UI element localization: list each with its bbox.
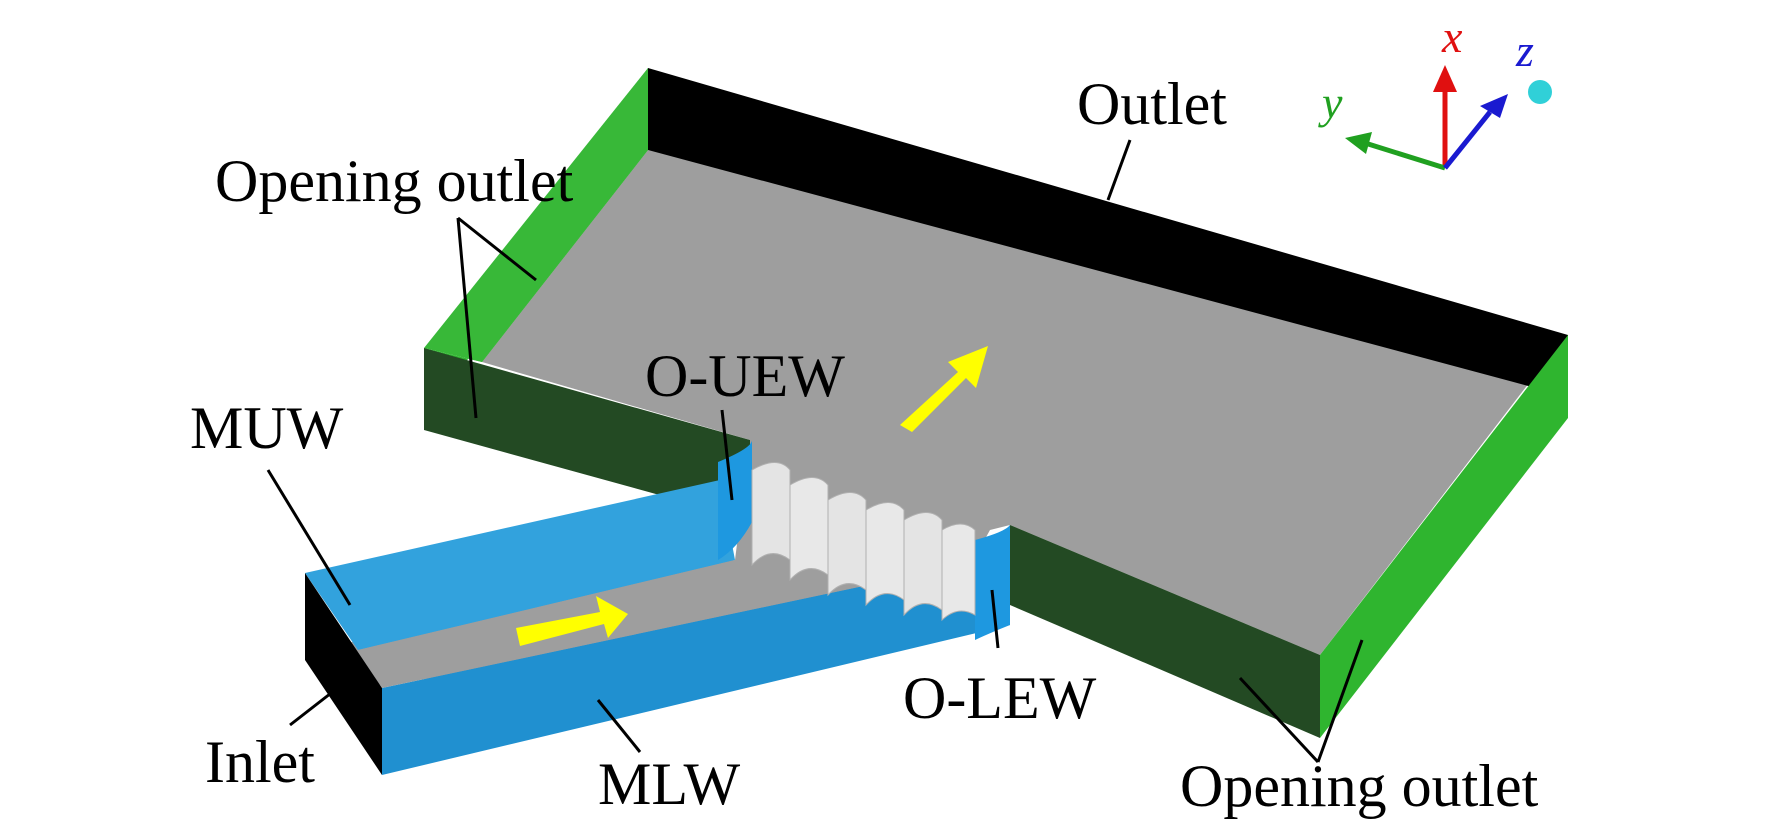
blade xyxy=(827,492,867,597)
blade xyxy=(903,512,943,617)
leader-o-uew xyxy=(720,409,734,501)
left-side-wall xyxy=(424,348,750,520)
label-mlw: MLW xyxy=(598,751,741,817)
label-o-uew: O-UEW xyxy=(645,343,845,409)
leader-o-lew xyxy=(990,589,1000,649)
opening-outlet-right xyxy=(1320,335,1568,738)
blade-row xyxy=(751,462,976,622)
leader-outlet xyxy=(1106,139,1132,201)
coordinate-axes-icon xyxy=(1345,65,1552,171)
o-uew-wall xyxy=(718,440,752,560)
inlet-face xyxy=(305,573,382,775)
opening-outlet-left-face xyxy=(424,68,648,362)
leader-opening-outlet-top-b xyxy=(456,217,478,419)
leader-opening-outlet-top-a xyxy=(457,216,537,282)
axis-x-label: x xyxy=(1441,11,1463,62)
label-o-lew: O-LEW xyxy=(903,665,1097,731)
origin-marker xyxy=(1528,80,1552,104)
leader-opening-outlet-bottom-b xyxy=(1316,639,1364,763)
leader-opening-outlet-bottom-a xyxy=(1238,676,1320,764)
label-opening-outlet-bottom: Opening outlet xyxy=(1180,753,1539,819)
muw-wall xyxy=(305,480,735,650)
o-lew-wall xyxy=(975,525,1010,640)
label-muw: MUW xyxy=(190,395,344,461)
axis-z-label: z xyxy=(1515,25,1534,76)
mlw-wall xyxy=(382,555,1010,775)
flow-direction-arrow xyxy=(516,596,628,646)
label-opening-outlet-top: Opening outlet xyxy=(215,148,574,214)
blade xyxy=(751,462,791,567)
outlet-wall xyxy=(648,68,1568,395)
leader-mlw xyxy=(596,699,642,753)
leader-inlet xyxy=(289,688,336,727)
blade xyxy=(865,502,905,607)
right-side-wall xyxy=(1010,525,1320,738)
leader-muw xyxy=(266,469,352,606)
blade xyxy=(941,523,976,622)
axis-y-label: y xyxy=(1318,77,1343,128)
label-inlet: Inlet xyxy=(205,729,315,795)
blade xyxy=(789,477,829,582)
label-outlet: Outlet xyxy=(1077,71,1227,137)
flow-direction-arrow xyxy=(900,346,988,432)
